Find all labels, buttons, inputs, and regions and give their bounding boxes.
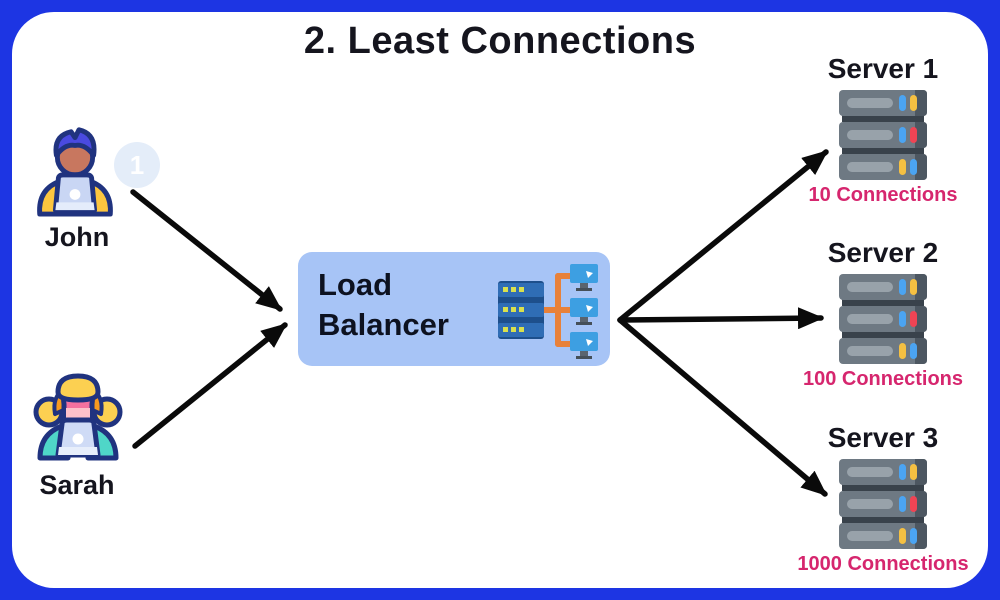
load-balancer-icon: [498, 264, 598, 359]
server2-rack-icon: [839, 274, 927, 364]
server3-group: Server 3 1000 Connections: [793, 423, 973, 576]
load-balancer-label: Load Balancer: [318, 267, 449, 342]
server3-connections: 1000 Connections: [797, 553, 969, 575]
server2-title: Server 2: [827, 237, 939, 268]
load-balancer-box: Load Balancer: [298, 252, 610, 366]
request-count-badge: 1: [114, 142, 160, 188]
diagram-title: 2. Least Connections: [303, 20, 697, 62]
server1-group: Server 1 10 Connections: [793, 54, 973, 207]
user-sarah-icon: [33, 373, 123, 461]
server3-rack-icon: [839, 459, 927, 549]
user-john-icon: [37, 127, 113, 217]
user-john-label: John: [44, 222, 110, 252]
user-sarah-label: Sarah: [39, 470, 115, 500]
server3-title: Server 3: [827, 422, 939, 453]
server2-group: Server 2 100 Connections: [793, 238, 973, 391]
server2-connections: 100 Connections: [802, 368, 964, 390]
server1-rack-icon: [839, 90, 927, 180]
server1-connections: 10 Connections: [808, 184, 958, 206]
server1-title: Server 1: [827, 53, 939, 84]
